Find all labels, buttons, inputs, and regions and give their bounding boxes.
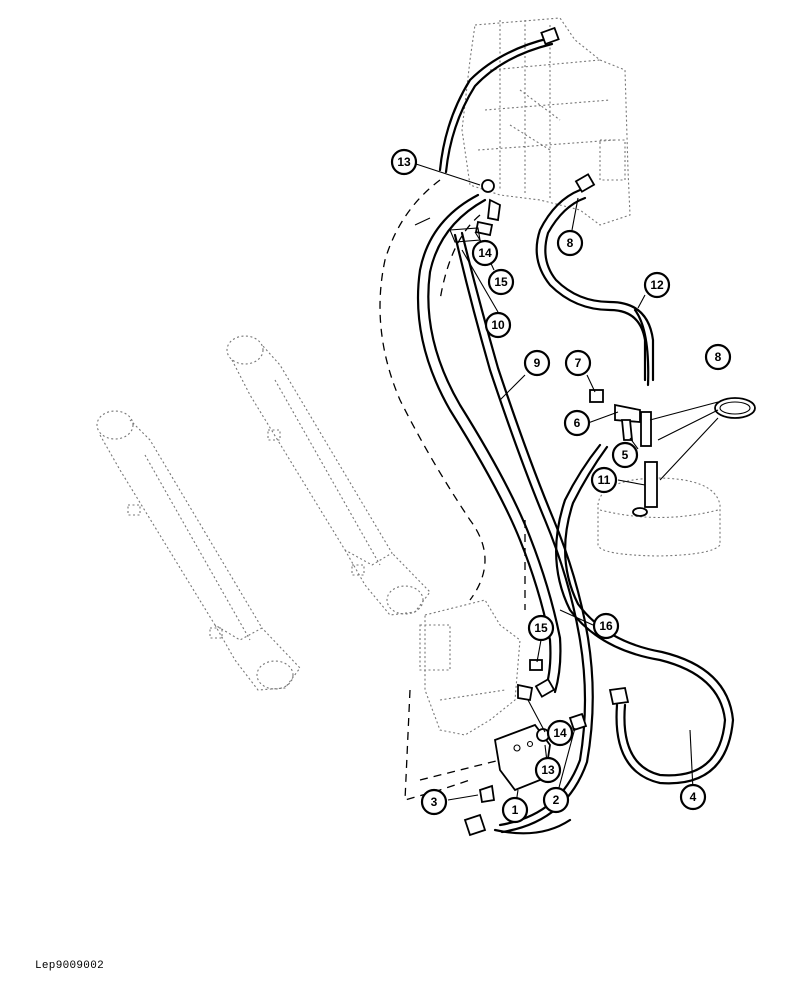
callout-10: 10	[484, 311, 512, 339]
callout-2: 2	[542, 786, 570, 814]
svg-text:2: 2	[553, 793, 560, 807]
callout-3: 3	[420, 788, 448, 816]
callout-8-right: 8	[704, 343, 732, 371]
svg-text:16: 16	[599, 619, 613, 633]
callout-11: 11	[590, 466, 618, 494]
callout-13-bottom: 13	[534, 756, 562, 784]
svg-text:1: 1	[512, 803, 519, 817]
svg-text:4: 4	[690, 790, 697, 804]
callout-15-bottom: 15	[527, 614, 555, 642]
callout-12: 12	[643, 271, 671, 299]
dashed-guide-lines	[379, 179, 526, 801]
control-valve-ghost	[461, 17, 631, 226]
svg-text:15: 15	[534, 621, 548, 635]
svg-text:6: 6	[574, 416, 581, 430]
drawing-reference-code: Lep9009002	[35, 960, 105, 972]
svg-text:15: 15	[494, 275, 508, 289]
svg-text:11: 11	[598, 473, 611, 487]
svg-text:14: 14	[478, 246, 492, 260]
svg-text:3: 3	[431, 795, 438, 809]
svg-text:12: 12	[650, 278, 664, 292]
fittings	[414, 26, 756, 837]
callout-8-top: 8	[556, 229, 584, 257]
hoses	[416, 36, 735, 835]
lower-mount-ghost	[419, 599, 521, 736]
svg-text:7: 7	[575, 356, 582, 370]
callout-15-top: 15	[487, 268, 515, 296]
svg-text:14: 14	[553, 726, 567, 740]
callout-6: 6	[563, 409, 591, 437]
hydraulic-cylinder-left	[96, 410, 301, 691]
svg-text:13: 13	[397, 155, 411, 169]
callout-14-top: 14	[471, 239, 499, 267]
svg-text:5: 5	[622, 448, 629, 462]
hydraulic-cylinder-right	[226, 335, 431, 616]
svg-text:13: 13	[541, 763, 555, 777]
callout-16: 16	[592, 612, 620, 640]
callout-14-bottom: 14	[546, 719, 574, 747]
callout-9: 9	[523, 349, 551, 377]
svg-text:8: 8	[715, 350, 722, 364]
callout-13-top: 13	[390, 148, 418, 176]
callout-7: 7	[564, 349, 592, 377]
callout-5: 5	[611, 441, 639, 469]
svg-text:8: 8	[567, 236, 574, 250]
svg-text:10: 10	[491, 318, 505, 332]
callout-4: 4	[679, 783, 707, 811]
callout-1: 1	[501, 796, 529, 824]
reservoir-tank-ghost	[597, 477, 721, 557]
svg-text:9: 9	[534, 356, 541, 370]
